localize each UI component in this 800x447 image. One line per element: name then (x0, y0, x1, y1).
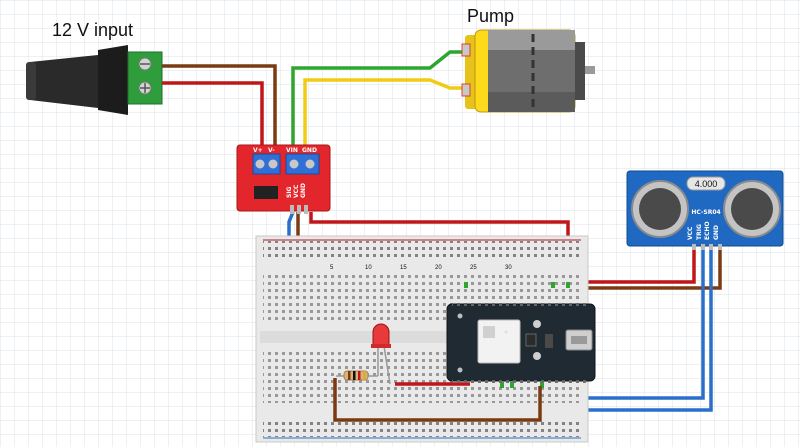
resistor (336, 370, 378, 381)
mosfet-pin-gnd-bottom: GND (300, 183, 307, 198)
wire-yellow-pump (303, 78, 470, 150)
wire-brown-led-gnd (333, 378, 542, 422)
sensor-display: 4.000 (695, 179, 718, 189)
column-mark-30: 30 (505, 265, 512, 271)
sensor-pin-vcc: VCC (687, 226, 694, 240)
microcontroller-board: ✱ (446, 299, 596, 386)
wifi-module-mark: ✱ (504, 330, 509, 336)
wire-red-sensor-vcc (556, 246, 696, 284)
dc-barrel-jack (26, 45, 163, 115)
mosfet-pin-vin: VIN (286, 147, 298, 154)
column-mark-5: 5 (330, 265, 334, 271)
mosfet-pin-gnd: GND (302, 147, 317, 154)
mosfet-pin-v-plus: V+ (253, 147, 263, 154)
mosfet-pin-v-minus: V- (268, 147, 275, 154)
mosfet-pin-vcc: VCC (293, 184, 300, 198)
column-mark-25: 25 (470, 265, 477, 271)
red-led (371, 323, 391, 385)
wire-brown-jack (162, 64, 277, 150)
sensor-model: HC-SR04 (691, 209, 720, 216)
column-mark-10: 10 (365, 265, 372, 271)
sensor-pin-echo: ECHO (704, 221, 711, 240)
sensor-pin-gnd: GND (713, 225, 720, 240)
ultrasonic-sensor: 4.000 HC-SR04 VCC TRIG ECHO GND (626, 170, 784, 250)
mosfet-module: V+ V- VIN GND SIG VCC GND (236, 144, 331, 214)
column-mark-20: 20 (435, 265, 442, 271)
column-mark-15: 15 (400, 265, 407, 271)
wire-red-jack (162, 81, 264, 150)
sensor-pin-trig: TRIG (696, 224, 703, 240)
wire-green-pump (291, 50, 470, 150)
mosfet-pin-sig: SIG (286, 186, 293, 198)
input-label: 12 V input (52, 20, 133, 40)
pump-label: Pump (467, 6, 514, 26)
pump-motor (461, 29, 595, 113)
